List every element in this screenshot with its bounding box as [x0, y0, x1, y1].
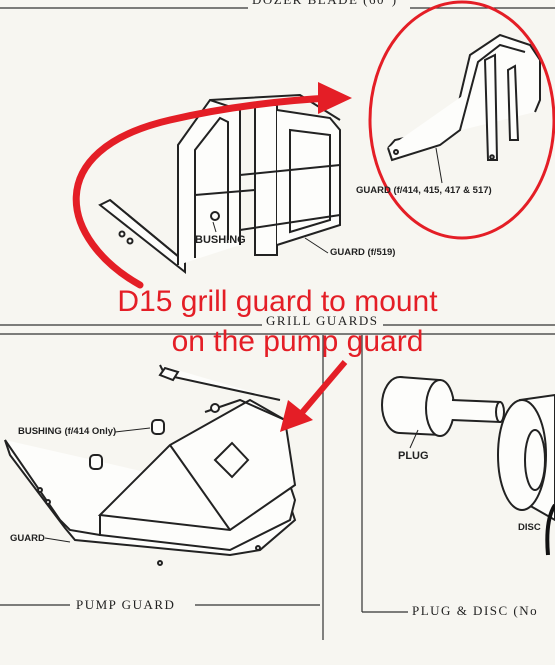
label-guard-f519: GUARD (f/519)	[330, 247, 396, 258]
caption-dozer-blade: DOZER BLADE (60")	[248, 0, 402, 8]
bushing-leader	[212, 221, 217, 233]
caption-grill-guards: GRILL GUARDS	[262, 313, 383, 329]
highlight-circle	[368, 0, 555, 240]
caption-plug-disc: PLUG & DISC (No	[408, 603, 543, 619]
plug-leader	[409, 429, 419, 449]
guard-pump-leader	[44, 537, 71, 543]
label-guard-pump: GUARD	[10, 533, 45, 544]
label-guard-f414: GUARD (f/414, 415, 417 & 517)	[356, 185, 492, 196]
inset-guard-drawing	[387, 33, 541, 162]
label-bushing: BUSHING	[195, 234, 246, 246]
label-plug: PLUG	[398, 450, 429, 462]
guard-f414-leader	[435, 147, 443, 184]
guard-f519-leader	[304, 237, 329, 254]
pump-guard-drawing	[4, 364, 297, 566]
plug-disc-drawing	[381, 376, 555, 522]
label-disc: DISC	[518, 522, 541, 533]
grill-guard-drawing	[98, 93, 341, 275]
caption-pump-guard: PUMP GUARD	[72, 597, 180, 613]
annotation-arrow-down	[297, 360, 348, 417]
annotation-arrowhead-down	[280, 400, 313, 432]
label-bushing-f414: BUSHING (f/414 Only)	[18, 426, 117, 437]
annotation-line-1: D15 grill guard to mount	[117, 285, 438, 318]
annotation-arrowhead-top	[318, 82, 352, 114]
annotation-line-2: on the pump guard	[171, 325, 424, 358]
bushing-f414-leader	[114, 427, 151, 433]
disc-edge	[545, 503, 555, 556]
annotation-curved-arrow	[72, 94, 334, 289]
